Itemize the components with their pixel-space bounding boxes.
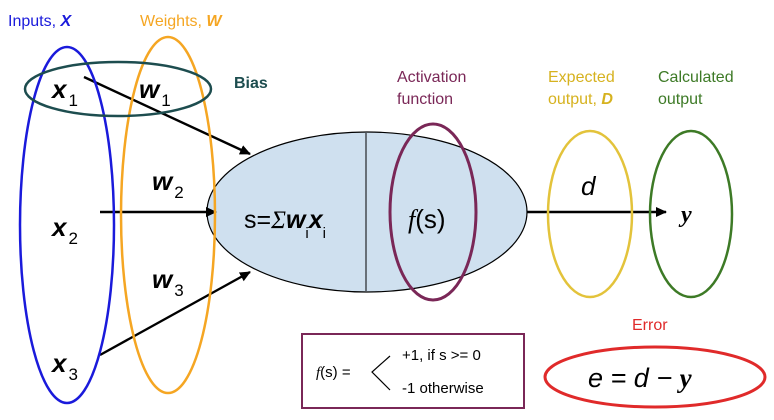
error-equation: e = d − y <box>588 363 693 393</box>
piecewise-case1: +1, if s >= 0 <box>402 347 481 364</box>
calculated-header-line1: Calculated <box>658 69 734 86</box>
expected-header-line2: output, D <box>548 91 613 108</box>
activation-header-line1: Activation <box>397 69 466 86</box>
expected-symbol-d: d <box>581 171 597 201</box>
piecewise-brace <box>371 355 391 391</box>
weights-ellipse <box>119 35 217 395</box>
piecewise-lhs: f(s) = <box>316 364 351 381</box>
weights-header: Weights, W <box>140 13 223 30</box>
calculated-output-ellipse <box>648 129 734 299</box>
activation-header-line2: function <box>397 91 453 108</box>
activation-ellipse <box>388 122 478 302</box>
bias-ellipse <box>23 60 213 118</box>
expected-output-ellipse <box>546 129 634 299</box>
inputs-header: Inputs, X <box>8 13 72 30</box>
output-symbol-y: y <box>678 202 692 228</box>
activation-formula: f(s) <box>408 204 446 234</box>
bias-label: Bias <box>234 75 268 92</box>
summation-formula: s=Σwixi <box>244 206 326 242</box>
arrow-x1-to-neuron <box>83 75 251 156</box>
expected-header-line1: Expected <box>548 69 615 86</box>
error-header: Error <box>632 317 668 334</box>
error-ellipse <box>543 345 767 409</box>
calculated-header-line2: output <box>658 91 703 108</box>
piecewise-case2: -1 otherwise <box>402 380 484 397</box>
piecewise-box <box>301 333 525 409</box>
inputs-ellipse <box>18 45 116 405</box>
arrow-x3-to-neuron <box>99 270 251 357</box>
